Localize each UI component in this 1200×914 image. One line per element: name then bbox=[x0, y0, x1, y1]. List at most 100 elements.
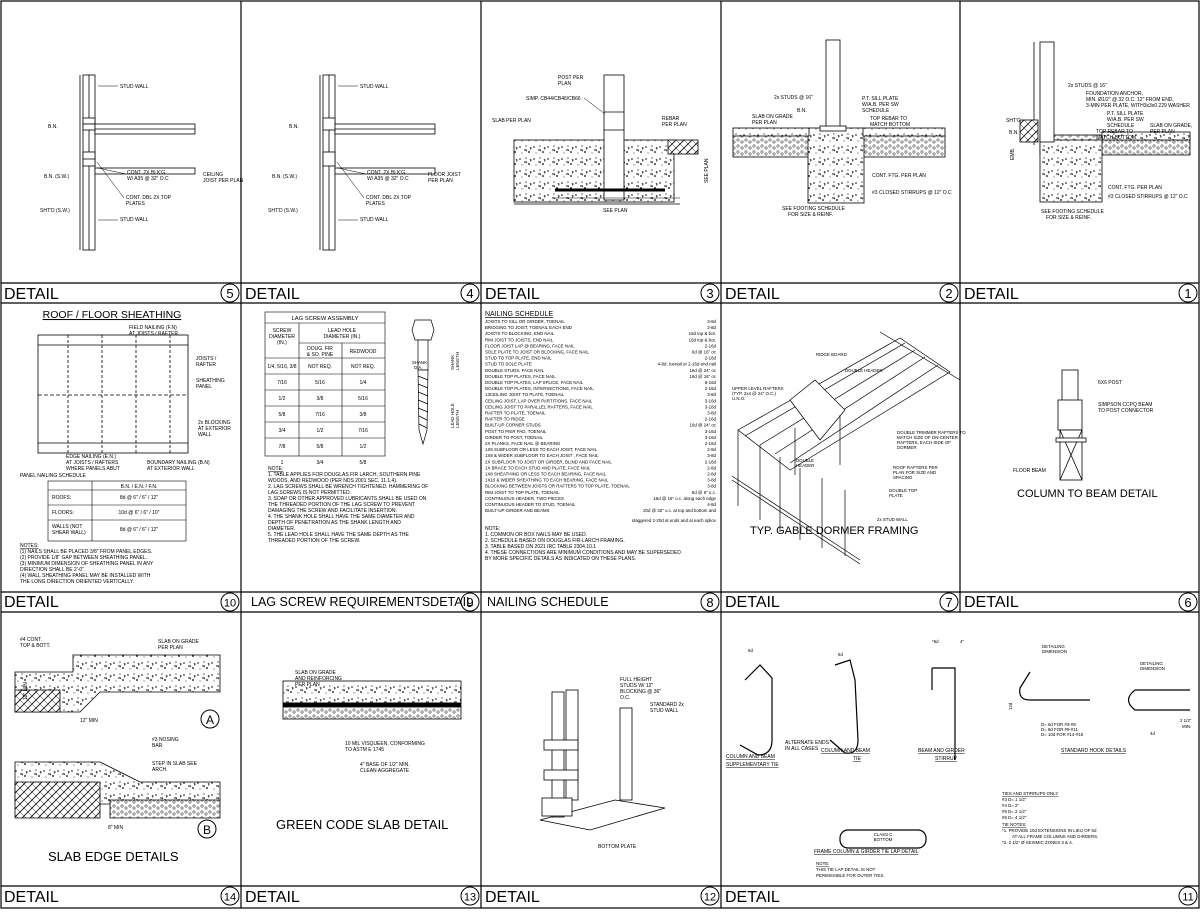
d8-row-value: 3-8d bbox=[707, 478, 716, 483]
d11-hooks-c: D= 10d FOR #14-#18 bbox=[1041, 732, 1084, 737]
d8-row-item: 1X10 & WIDER SHEATHING TO EACH BEARING, … bbox=[485, 478, 609, 483]
d12-std2: STUD WALL bbox=[650, 708, 679, 714]
d9-cell: 1/4 bbox=[360, 380, 367, 386]
d8-row-value: 2-16d bbox=[705, 459, 717, 464]
d14-cont2: TOP & BOTT. bbox=[20, 643, 50, 649]
d8-row-value: 3-8d bbox=[707, 453, 716, 458]
d14-b: B bbox=[203, 823, 211, 837]
d10-bnd: BOUNDARY NAILING (B.N) bbox=[147, 460, 210, 466]
d9-cell: 7/16 bbox=[315, 412, 325, 418]
d9-shank-len: SHANK bbox=[450, 355, 455, 370]
d11-note2: THIS TIE LAP DETAIL IS NOT bbox=[816, 867, 876, 872]
cell-8-circle bbox=[700, 592, 720, 612]
d1-anchor: FOUNDATION ANCHOR, bbox=[1086, 91, 1143, 97]
d11-detailing2: DIMENSION bbox=[1042, 649, 1067, 654]
d14-a: A bbox=[206, 713, 214, 727]
d8-row-item: SOLE PLATE TO JOIST OR BLOCKING, FACE NA… bbox=[485, 350, 589, 355]
detail-11: COLUMN AND BEAM SUPPLEMENTARY TIE ALTERN… bbox=[726, 639, 1192, 878]
cell-9-circle bbox=[460, 592, 480, 612]
d1-bn: B.N. bbox=[1009, 130, 1019, 136]
d9-note: THE THREADED PORTION OF THE LAG SCREW TO… bbox=[268, 502, 415, 508]
d2-slab: SLAB ON GRADE bbox=[752, 114, 794, 120]
d8-row-item: 13CEILING JOIST TO PLATE, TOENAIL bbox=[485, 392, 565, 397]
d2-see: SEE FOOTING SCHEDULE bbox=[782, 206, 845, 212]
detail-14: #4 CONT. TOP & BOTT. SLAB ON GRADE PER P… bbox=[14, 637, 221, 864]
cell-14-num: 14 bbox=[224, 892, 236, 904]
d7-dtop: DOUBLE TOP bbox=[889, 488, 917, 493]
d11-class2: BOTTOM bbox=[874, 837, 893, 842]
cell-14-circle bbox=[220, 886, 240, 906]
d12-full2: STUDS W/ 12" bbox=[620, 683, 653, 689]
cell-1-num: 1 bbox=[1184, 286, 1191, 301]
cell-8-num: 8 bbox=[706, 595, 713, 610]
d9-note: 3. SOAP OR OTHER APPROVED LUBRICANTS SHA… bbox=[268, 496, 427, 502]
d7-dbl-header2: DOUBLE bbox=[796, 458, 814, 463]
cell-2-num: 2 bbox=[945, 286, 952, 301]
d8-row-item: RAFTER TO PLATE, TOENAIL bbox=[485, 411, 546, 416]
d9-note: 1. TABLE APPLIES FOR DOUGLAS FIR LARCH, … bbox=[268, 472, 421, 478]
d9-cell: 3/4 bbox=[317, 460, 324, 466]
d10-table-head: B.N. / E.N. / F.N. bbox=[121, 484, 158, 490]
d8-row-item: GIRDER TO POST, TOENAIL bbox=[485, 435, 544, 440]
d7-roof: ROOF RAFTERS PER bbox=[893, 465, 938, 470]
d2-sill3: SCHEDULE bbox=[862, 108, 890, 114]
d3-post2: PLAN bbox=[558, 81, 571, 87]
d8-row-item: 1X8 & WIDER SUBFLOOR TO EACH JOIST , FAC… bbox=[485, 453, 599, 458]
d11-d6c: *6d bbox=[932, 639, 939, 644]
d11-tn1b: AT ALL FRAME COLUMNS AND GIRDERS. bbox=[1012, 834, 1098, 839]
d3-rebar2: PER PLAN bbox=[662, 122, 687, 128]
d11-d6b: 6d bbox=[838, 652, 843, 657]
d14-nosing: #3 NOSING bbox=[152, 737, 179, 743]
d11-tie-notes: TIE NOTES: bbox=[1002, 822, 1026, 827]
d11-detailing: DETAILING bbox=[1042, 644, 1065, 649]
d14-min8: 8" MIN bbox=[108, 825, 123, 831]
cell-2-bar: DETAIL bbox=[725, 286, 780, 303]
detail-3-labels: POST PER PLAN SIMP. CB44/CB46/CB66 SLAB … bbox=[492, 75, 710, 214]
d10-blk2: AT EXTERIOR bbox=[198, 426, 231, 432]
d5-ceiling2: JOIST PER PLAN bbox=[203, 178, 244, 184]
d8-row-item: BUILT-UP GIRDER AND BEAMS bbox=[485, 508, 550, 513]
d5-ceiling: CEILING bbox=[203, 172, 223, 178]
cell-8-bar: NAILING SCHEDULE bbox=[487, 595, 609, 609]
d11-alt: ALTERNATE ENDS bbox=[785, 740, 830, 746]
d2-see2: FOR SIZE & REINF. bbox=[788, 212, 833, 218]
d8-note: BY MORE SPECIFIC DETAILS AS INDICATED ON… bbox=[485, 556, 636, 562]
detail-2-drawing bbox=[732, 39, 946, 204]
cell-7-bar: DETAIL bbox=[725, 594, 780, 611]
d9-cell: 1/2 bbox=[317, 428, 324, 434]
cell-4-circle bbox=[460, 283, 480, 303]
d8-row-item: RIM JOIST TO TOP PLATE, TOENAIL bbox=[485, 490, 560, 495]
d11-col-tie: COLUMN AND BEAM bbox=[821, 748, 870, 754]
d11-hooks-b: D= 8d FOR #9-#11 bbox=[1041, 727, 1078, 732]
d5-dbl-top2: PLATES bbox=[126, 201, 145, 207]
d1-stirrups: #3 CLOSED STIRRUPS @ 12" O.C bbox=[1108, 194, 1188, 200]
d9-note: 4. THE SHANK HOLE SHALL HAVE THE SAME DI… bbox=[268, 514, 415, 520]
d8-row-item: CEILING JOIST TO PARALLEL RAFTERS, FACE … bbox=[485, 404, 593, 409]
d14-circle-b bbox=[197, 819, 217, 839]
d8-row-item: 1X8 SHEATHING OR LESS TO EACH BEARING, F… bbox=[485, 472, 607, 477]
d10-sheath: SHEATHING bbox=[196, 378, 225, 384]
cell-7-circle bbox=[939, 592, 959, 612]
d9-cell: 1/2 bbox=[360, 444, 367, 450]
d7-upper3: U.N.O. bbox=[732, 396, 745, 401]
d10-note: (2) PROVIDE 1/8" GAP BETWEEN SHEATHING P… bbox=[20, 555, 147, 561]
d14-circle-a bbox=[200, 709, 220, 729]
d1-anchor3: 3-MIN PER PLATE, WITH3x3x0.229 WASHER bbox=[1086, 103, 1190, 109]
d7-dbl-header: DOUBLE HEADER bbox=[845, 368, 883, 373]
d9-h3b: & SO. PINE bbox=[307, 352, 334, 358]
d10-row-walls-k: WALLS (NOT bbox=[52, 524, 82, 530]
cell-5-bar: DETAIL bbox=[4, 286, 59, 303]
d14-slab: SLAB ON GRADE bbox=[158, 639, 200, 645]
d12-bottom: BOTTOM PLATE bbox=[598, 844, 637, 850]
d9-cell: 5/8 bbox=[317, 444, 324, 450]
d11-col-sup2: SUPPLEMENTARY TIE bbox=[726, 762, 779, 768]
d14-slab2: PER PLAN bbox=[158, 645, 183, 651]
d4-dbl-top2: PLATES bbox=[366, 201, 385, 207]
detail-7: RIDGE BOARD DOUBLE HEADER UPPER LEVEL RA… bbox=[731, 331, 966, 565]
cell-7-num: 7 bbox=[945, 595, 952, 610]
d13-slab-label: SLAB ON GRADE bbox=[295, 670, 337, 676]
d9-h2b: DIAMETER (IN.) bbox=[324, 334, 361, 340]
d5-stud-wall-bot: STUD WALL bbox=[120, 217, 149, 223]
d8-row-value: 2-16d bbox=[705, 417, 717, 422]
